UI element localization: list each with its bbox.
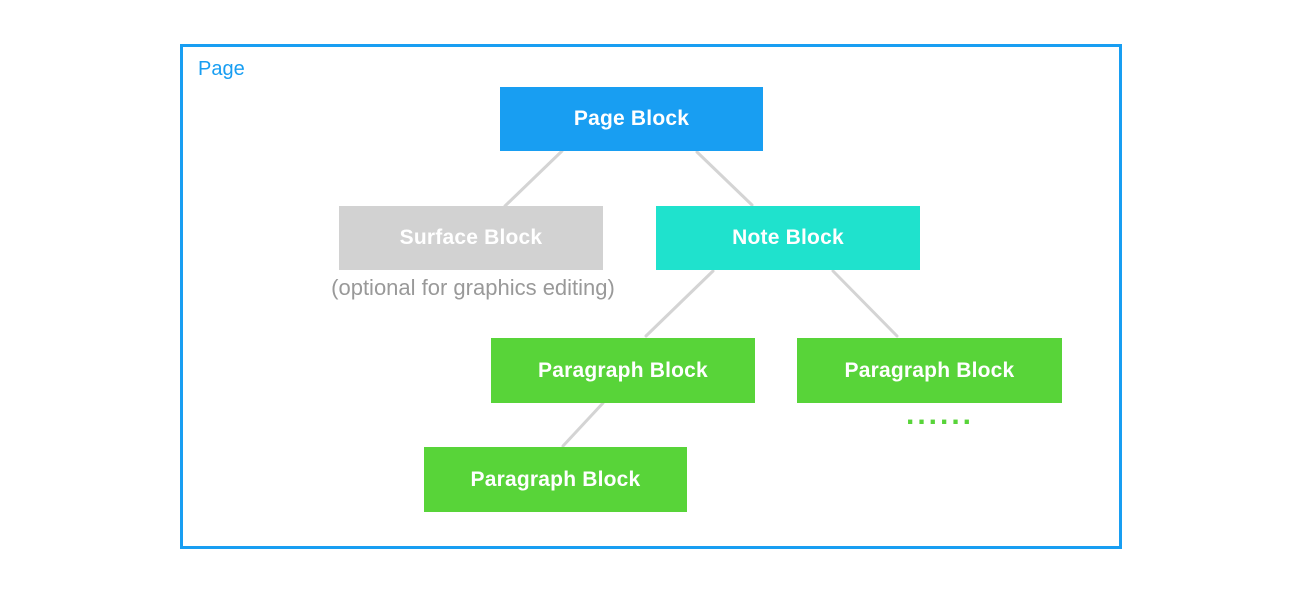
edge-paragraphleft-paragraphbottom [561, 401, 605, 448]
node-paragraph-block-bottom: Paragraph Block [424, 447, 687, 512]
edge-noteblock-paragraphleft [644, 269, 715, 338]
node-paragraph-block-left-label: Paragraph Block [538, 358, 708, 382]
node-surface-block-label: Surface Block [399, 226, 543, 249]
edge-noteblock-paragraphright [831, 269, 899, 338]
node-note-block-label: Note Block [732, 226, 844, 249]
node-paragraph-block-right-label: Paragraph Block [844, 358, 1015, 382]
more-paragraphs-ellipsis: ...... [905, 398, 974, 431]
edge-pageblock-noteblock [695, 150, 754, 207]
node-paragraph-block-bottom-label: Paragraph Block [470, 467, 641, 491]
node-paragraph-block-right: Paragraph Block [797, 338, 1062, 403]
node-paragraph-block-left: Paragraph Block [491, 338, 755, 403]
surface-block-caption: (optional for graphics editing) [331, 275, 615, 300]
edge-pageblock-surfaceblock [503, 149, 564, 208]
page-frame: Page Page Block Surface Block Note Block… [180, 44, 1122, 549]
node-note-block: Note Block [656, 206, 920, 270]
connector-lines [503, 149, 899, 448]
node-surface-block: Surface Block [339, 206, 603, 270]
page-frame-label: Page [198, 58, 245, 80]
node-page-block: Page Block [500, 87, 763, 151]
node-page-block-label: Page Block [573, 107, 690, 130]
